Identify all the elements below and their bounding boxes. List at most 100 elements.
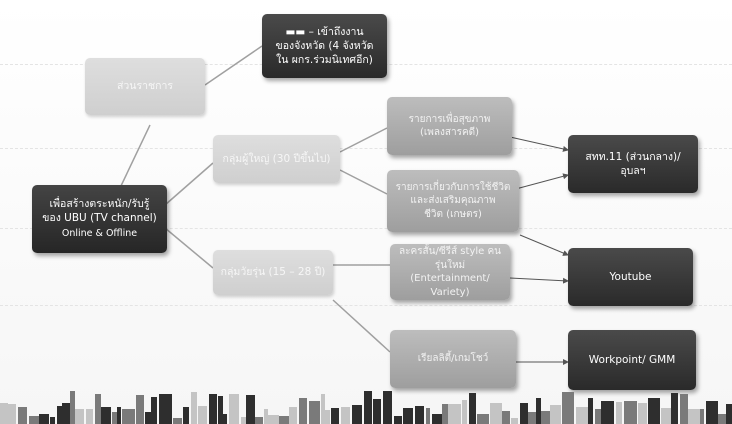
connector-root-to-region-office [119,124,151,189]
skyline-building [183,407,189,424]
node-health-program-line2: (เพลงสารคดี) [419,127,480,138]
skyline-building [383,391,392,424]
skyline-building [309,401,320,424]
skyline-building [101,407,111,424]
skyline-building [688,409,700,424]
skyline-building [352,405,362,424]
skyline-building [442,404,448,424]
skyline-buildings [0,391,732,424]
skyline-building [112,412,117,424]
node-channel-regional: สทท.11 (ส่วนกลาง)/ อุบลฯ [568,135,698,193]
connector-health-to-regional-channel [509,136,569,152]
skyline-building [562,392,574,424]
connector-youth-to-entertainment [332,299,391,353]
skyline-building [616,402,622,424]
skyline-building [588,398,593,424]
skyline-building [415,406,424,424]
skyline-building [39,414,49,424]
skyline-building [117,407,121,424]
skyline-building [218,396,223,424]
skyline-building [624,401,637,424]
node-channel-youtube-label: Youtube [609,270,652,283]
skyline-building [289,407,297,424]
skyline-building [364,391,372,424]
skyline-building [462,400,467,424]
node-provincial-agencies-line2: ของจังหวัด (4 จังหวัด [275,39,374,52]
skyline-building [341,407,350,424]
node-channel-regional-line1: สทท.11 (ส่วนกลาง)/ [585,150,681,163]
skyline-building [541,411,550,424]
connector-root-to-adult-group [164,162,214,206]
skyline-building [299,398,307,424]
skyline-building [511,418,518,424]
skyline-building [255,417,263,424]
skyline-building [62,403,70,424]
skyline-building [432,414,442,424]
connector-lifestyle-to-youtube [519,234,569,256]
skyline-building [706,401,718,424]
connector-lifestyle-to-regional-channel [511,173,569,191]
node-youth-group: กลุ่มวัยรุ่น (15 – 28 ปี) [213,250,333,295]
skyline-building [490,403,502,424]
node-entertainment-program: เรียลลิตี้/เกมโชว์ [390,330,516,388]
skyline-building [403,408,413,424]
connector-variety-to-youtube [509,277,569,284]
node-lifestyle-program-line3: ชีวิต (เกษตร) [424,208,482,220]
skyline-building [70,391,75,424]
skyline-building [279,416,289,424]
node-lifestyle-program: รายการเกี่ยวกับการใช้ชีวิต และส่งเสริมคุ… [387,170,519,232]
skyline-building [264,409,268,424]
node-channel-workpoint: Workpoint/ GMM [568,330,696,390]
node-variety-program: ละครสั้น/ซีรีส์ style คน รุ่นใหม่ (Enter… [390,244,510,300]
skyline-building [718,414,726,424]
skyline-building [469,393,476,424]
skyline-building [528,412,536,424]
skyline-building [661,408,671,424]
skyline-building [550,405,561,424]
skyline-building [151,397,157,424]
connector-adult-to-lifestyle [339,169,388,195]
skyline-building [426,408,430,424]
skyline-building [209,394,217,424]
skyline-building [95,394,101,424]
skyline-building [75,409,84,424]
skyline-building [576,407,588,424]
skyline-building [648,398,660,424]
city-skyline-decoration [0,391,732,424]
node-root-line2: ของ UBU (TV channel) [42,212,157,225]
skyline-building [595,409,601,424]
skyline-building [331,408,339,424]
skyline-building [18,407,27,424]
node-provincial-agencies: ▬▬ – เข้าถึงงาน ของจังหวัด (4 จังหวัด ใน… [262,14,387,78]
node-adult-group-label: กลุ่มผู้ใหญ่ (30 ปีขึ้นไป) [222,152,331,165]
node-health-program: รายการเพื่อสุขภาพ (เพลงสารคดี) [387,97,512,155]
skyline-building [223,414,227,424]
skyline-building [536,398,541,424]
background-guideline [0,148,732,149]
node-channel-regional-line2: อุบลฯ [620,165,646,177]
node-youth-group-label: กลุ่มวัยรุ่น (15 – 28 ปี) [220,266,326,279]
node-provincial-agencies-line1: ▬▬ – เข้าถึงงาน [285,25,364,38]
skyline-building [477,414,489,424]
skyline-building [700,409,704,424]
skyline-building [321,394,325,424]
node-lifestyle-program-line2: และส่งเสริมคุณภาพ [410,195,496,207]
skyline-building [520,403,528,424]
node-variety-program-line1: ละครสั้น/ซีรีส์ style คน [399,246,501,257]
skyline-building [241,417,246,424]
skyline-building [448,404,461,424]
skyline-building [86,409,93,424]
connector-region-office-to-provincial [204,45,263,86]
skyline-building [325,410,330,424]
skyline-building [601,401,614,424]
background-guideline [0,305,732,306]
skyline-building [726,404,732,424]
skyline-building [229,394,239,424]
node-channel-workpoint-label: Workpoint/ GMM [588,353,676,366]
node-lifestyle-program-line1: รายการเกี่ยวกับการใช้ชีวิต [395,181,511,193]
skyline-building [198,406,207,424]
skyline-building [29,416,39,424]
skyline-building [502,411,510,424]
node-variety-program-line3: Variety) [430,286,470,298]
